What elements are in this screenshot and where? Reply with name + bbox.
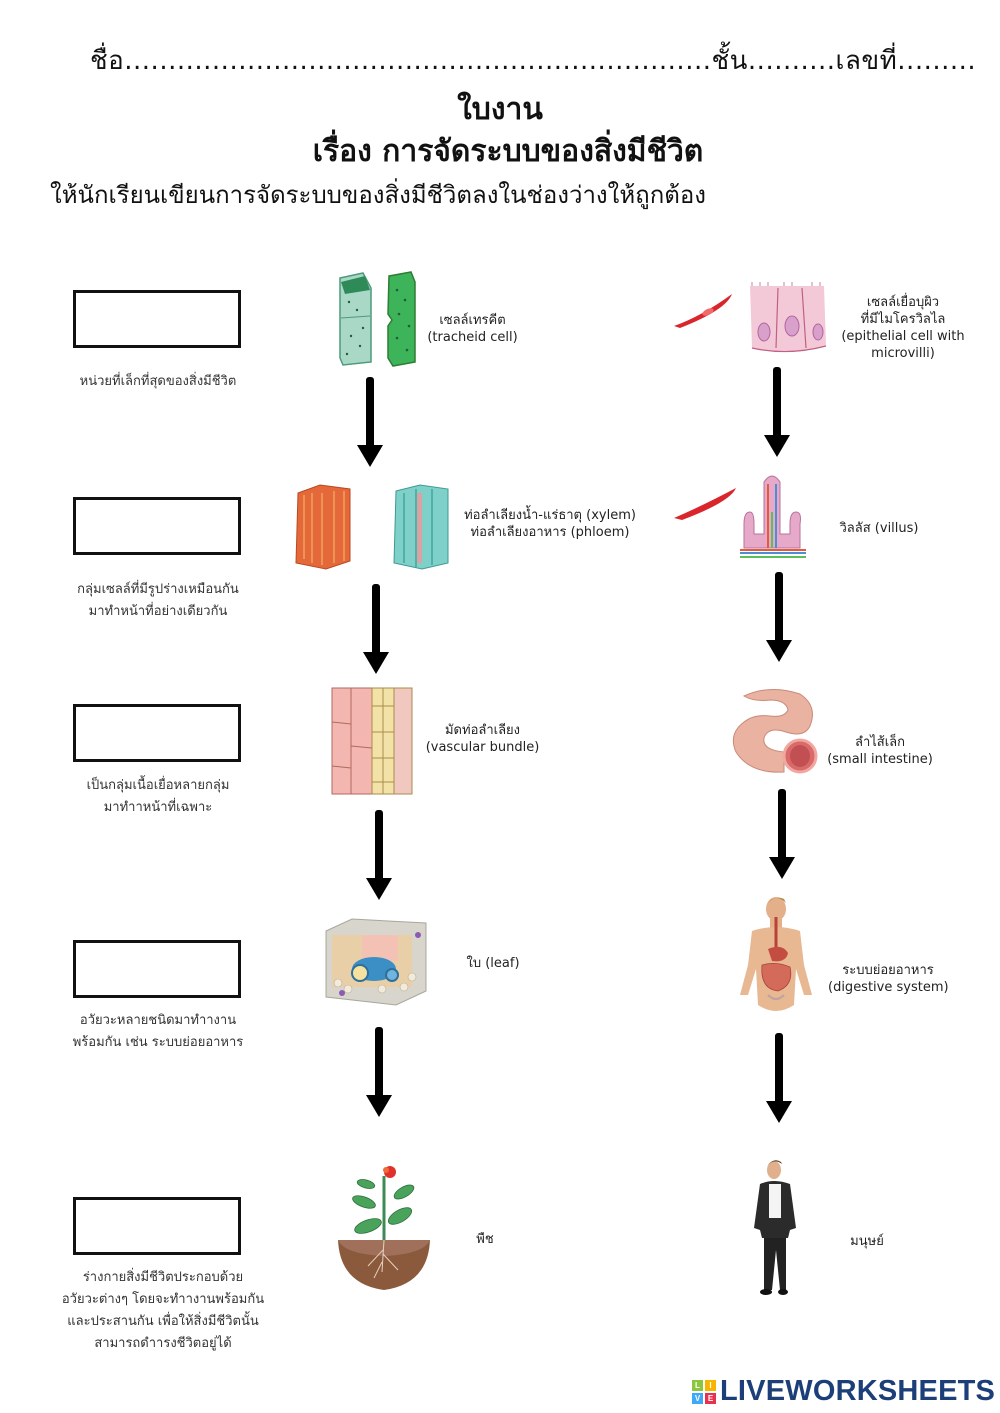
vascular-bundle-label: มัดท่อลำเลียง (vascular bundle) — [420, 722, 545, 756]
answer-box-level-3[interactable] — [73, 704, 241, 762]
label-line: ลำไส้เล็ก — [854, 735, 906, 750]
label-line: ที่มีไมโครวิลไล — [860, 312, 946, 327]
liveworksheets-logo: L I V E LIVEWORKSHEETS — [692, 1375, 995, 1408]
description-line: เป็นกลุ่มเนื้อเยื่อหลายกลุ่ม — [86, 778, 230, 793]
label-line: (vascular bundle) — [425, 740, 540, 755]
label-line: microvilli) — [871, 346, 935, 361]
down-arrow-icon — [366, 1027, 392, 1117]
instruction-text: ให้นักเรียนเขียนการจัดระบบของสิ่งมีชีวิต… — [50, 181, 706, 209]
label-english: (tracheid cell) — [427, 330, 518, 345]
answer-box-level-2[interactable] — [73, 497, 241, 555]
plant-image — [338, 1166, 430, 1290]
level-4-description: อวัยวะหลายชนิดมาทำางาน พร้อมกัน เช่น ระบ… — [38, 1010, 278, 1054]
description-line: มาทำหน้าที่อย่างเดียวกัน — [88, 604, 228, 619]
worksheet-subtitle: เรื่อง การจัดระบบของสิ่งมีชีวิต — [312, 134, 704, 169]
description-line: กลุ่มเซลล์ที่มีรูปร่างเหมือนกัน — [77, 582, 239, 597]
tracheid-cell-label: เซลล์เทรคีต (tracheid cell) — [420, 312, 525, 346]
human-image — [754, 1160, 796, 1295]
xylem-phloem-label: ท่อลำเลียงน้ำ-แร่ธาตุ (xylem) ท่อลำเลียง… — [455, 507, 645, 541]
down-arrow-icon — [769, 789, 795, 879]
description-line: และประสานกัน เพื่อให้สิ่งมีชีวิตนั้น — [67, 1314, 259, 1329]
label-line: (digestive system) — [828, 980, 949, 995]
description-line: หน่วยที่เล็กที่สุดของสิ่งมีชีวิต — [79, 374, 237, 389]
label-line: (epithelial cell with — [841, 329, 965, 344]
label-line: วิลลัส (villus) — [839, 521, 919, 536]
label-thai: เซลล์เทรคีต — [439, 313, 506, 328]
logo-tile: I — [705, 1379, 716, 1391]
answer-box-level-5[interactable] — [73, 1197, 241, 1255]
leaf-image — [325, 918, 427, 1006]
logo-tile: L — [692, 1379, 703, 1391]
description-line: พร้อมกัน เช่น ระบบย่อยอาหาร — [72, 1035, 244, 1050]
down-arrow-icon — [363, 584, 389, 674]
level-1-description: หน่วยที่เล็กที่สุดของสิ่งมีชีวิต — [38, 371, 278, 393]
level-5-description: ร่างกายสิ่งมีชีวิตประกอบด้วย อวัยวะต่างๆ… — [38, 1267, 288, 1355]
level-3-description: เป็นกลุ่มเนื้อเยื่อหลายกลุ่ม มาทำาหน้าที… — [38, 775, 278, 819]
level-2-description: กลุ่มเซลล์ที่มีรูปร่างเหมือนกัน มาทำหน้า… — [38, 579, 278, 623]
logo-tiles-icon: L I V E — [692, 1379, 716, 1404]
human-label: มนุษย์ — [846, 1233, 888, 1250]
label-line: พืช — [476, 1232, 494, 1247]
down-arrow-icon — [764, 367, 790, 457]
label-line: ท่อลำเลียงอาหาร (phloem) — [470, 525, 630, 540]
down-arrow-icon — [366, 810, 392, 900]
digestive-system-image — [740, 897, 812, 1011]
down-arrow-icon — [766, 1033, 792, 1123]
description-line: สามารถดำารงชีวิตอยู่ได้ — [94, 1336, 232, 1351]
label-line: มัดท่อลำเลียง — [444, 723, 521, 738]
description-line: มาทำาหน้าที่เฉพาะ — [103, 800, 213, 815]
label-line: (small intestine) — [827, 752, 933, 767]
epithelial-cell-image — [674, 282, 827, 353]
leaf-label: ใบ (leaf) — [458, 955, 528, 972]
vascular-bundle-image — [331, 687, 413, 795]
digestive-system-label: ระบบย่อยอาหาร (digestive system) — [828, 962, 949, 996]
small-intestine-label: ลำไส้เล็ก (small intestine) — [826, 734, 934, 768]
answer-box-level-1[interactable] — [73, 290, 241, 348]
description-line: อวัยวะต่างๆ โดยจะทำางานพร้อมกัน — [61, 1292, 265, 1307]
label-line: ใบ (leaf) — [466, 956, 520, 971]
logo-text: LIVEWORKSHEETS — [720, 1375, 996, 1407]
villus-label: วิลลัส (villus) — [838, 520, 920, 537]
down-arrow-icon — [357, 377, 383, 467]
name-class-number-line: ชื่อ....................................… — [90, 46, 977, 76]
xylem-phloem-image — [295, 484, 449, 570]
tracheid-cell-image — [339, 271, 416, 367]
label-line: ระบบย่อยอาหาร — [842, 963, 934, 978]
label-line: ท่อลำเลียงน้ำ-แร่ธาตุ (xylem) — [464, 508, 636, 523]
small-intestine-image — [732, 689, 818, 774]
logo-tile: V — [692, 1392, 703, 1404]
description-line: อวัยวะหลายชนิดมาทำางาน — [79, 1013, 237, 1028]
label-line: มนุษย์ — [850, 1234, 884, 1249]
plant-label: พืช — [470, 1231, 500, 1248]
logo-tile: E — [705, 1392, 716, 1404]
label-line: เซลล์เยื่อบุผิว — [866, 295, 940, 310]
description-line: ร่างกายสิ่งมีชีวิตประกอบด้วย — [82, 1270, 244, 1285]
worksheet-title: ใบงาน — [457, 92, 543, 127]
answer-box-level-4[interactable] — [73, 940, 241, 998]
villus-image — [674, 475, 806, 558]
epithelial-cell-label: เซลล์เยื่อบุผิว ที่มีไมโครวิลไล (epithel… — [838, 294, 968, 362]
down-arrow-icon — [766, 572, 792, 662]
